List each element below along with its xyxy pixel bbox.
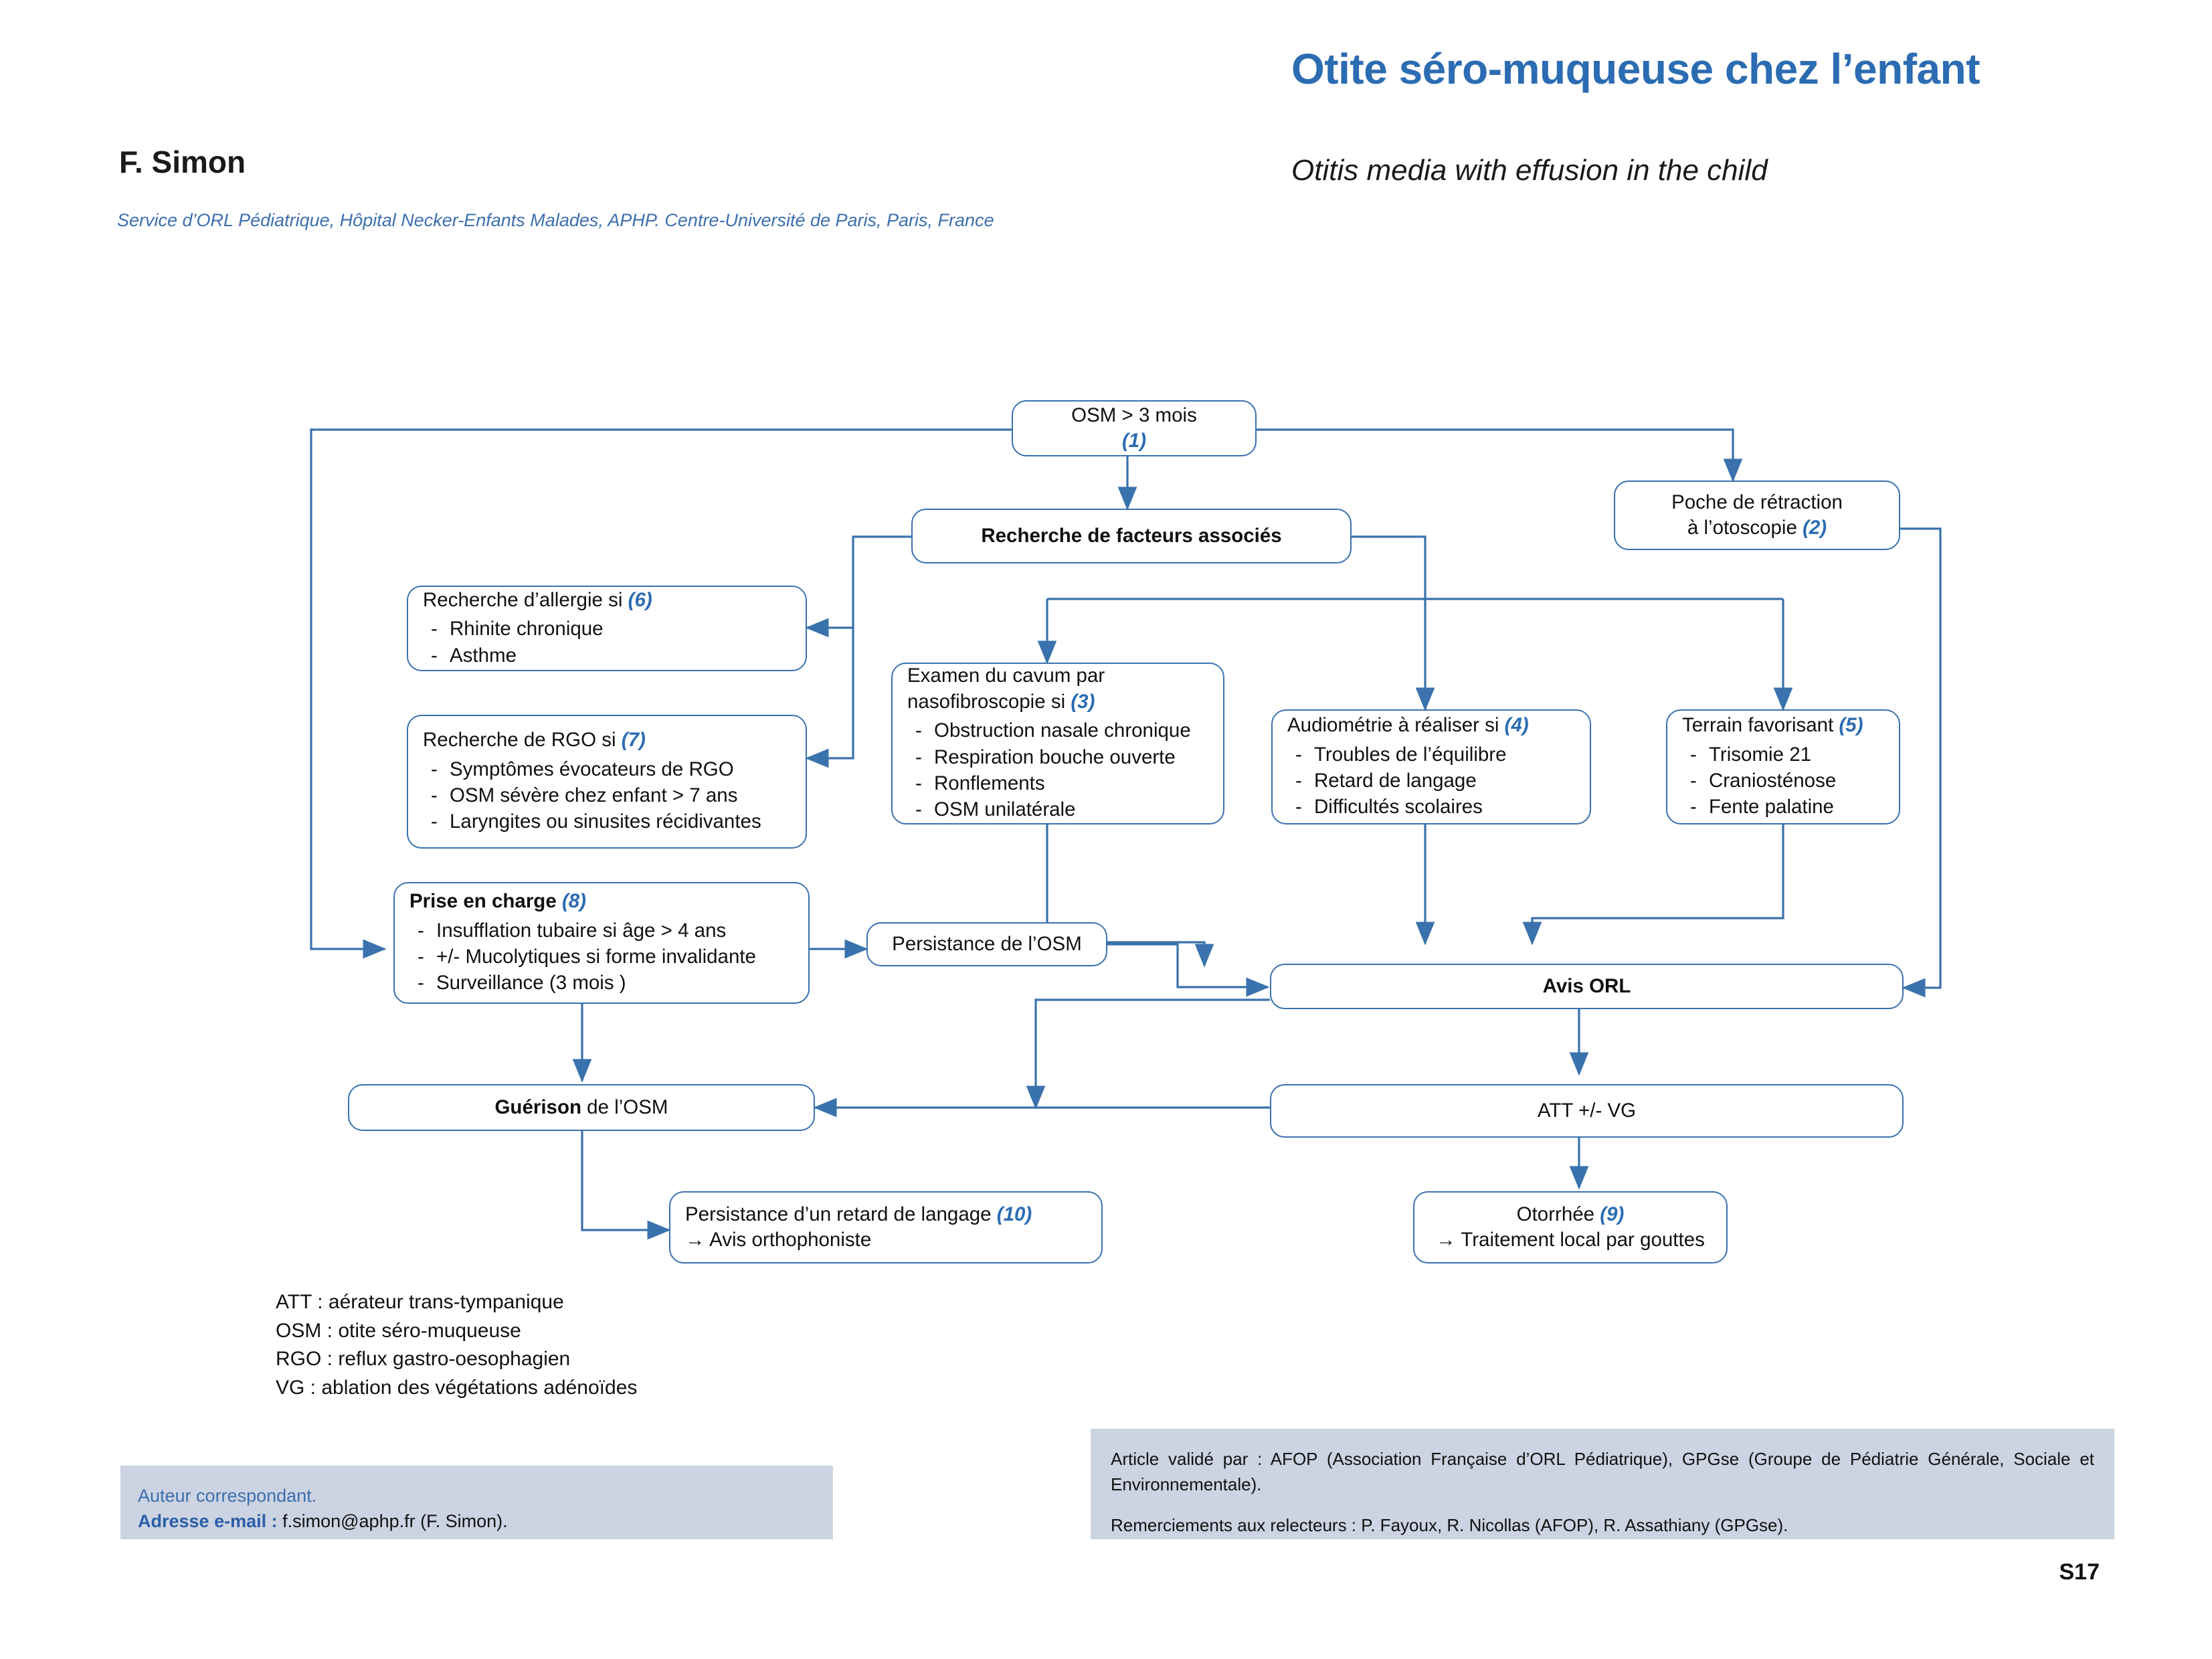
validation-box: Article validé par : AFOP (Association F…	[1091, 1429, 2114, 1539]
list-item: OSM unilatérale	[907, 797, 1208, 823]
node-item-list: Trisomie 21 Craniosténose Fente palatine	[1682, 741, 1884, 821]
author-name: F. Simon	[119, 145, 246, 179]
abbreviation-item: OSM : otite séro-muqueuse	[276, 1319, 521, 1342]
node-reference: (6)	[628, 588, 652, 611]
node-item-list: Symptômes évocateurs de RGO OSM sévère c…	[423, 756, 791, 836]
node-reference: (9)	[1600, 1203, 1625, 1225]
node-heading: Otorrhée (9)	[1516, 1203, 1625, 1225]
email-label: Adresse e-mail :	[138, 1511, 278, 1532]
node-line2: → Avis orthophoniste	[685, 1229, 872, 1251]
corresponding-author-box: Auteur correspondant. Adresse e-mail : f…	[120, 1466, 833, 1539]
list-item: OSM sévère chez enfant > 7 ans	[423, 783, 791, 809]
node-otorrhee[interactable]: Otorrhée (9) → Traitement local par gout…	[1413, 1191, 1728, 1263]
node-heading: Recherche de RGO si (7)	[423, 729, 646, 752]
node-terrain-favorisant[interactable]: Terrain favorisant (5) Trisomie 21 Crani…	[1666, 709, 1900, 824]
node-reference: (10)	[996, 1203, 1032, 1225]
node-line2: → Traitement local par gouttes	[1436, 1229, 1705, 1251]
list-item: Retard de langage	[1287, 768, 1575, 794]
corresponding-author-label: Auteur correspondant.	[138, 1486, 317, 1506]
node-reference: (2)	[1803, 517, 1827, 539]
node-heading: Examen du cavum par	[907, 665, 1105, 687]
list-item: Surveillance (3 mois )	[409, 970, 794, 996]
node-line2: nasofibroscopie si (3)	[907, 690, 1095, 713]
page-subtitle: Otitis media with effusion in the child	[1291, 154, 1768, 187]
node-heading: Terrain favorisant (5)	[1682, 714, 1863, 737]
node-recherche-rgo[interactable]: Recherche de RGO si (7) Symptômes évocat…	[407, 715, 807, 849]
node-reference: (1)	[1121, 430, 1147, 452]
list-item: Troubles de l’équilibre	[1287, 742, 1575, 768]
list-item: Obstruction nasale chronique	[907, 718, 1208, 744]
list-item: Trisomie 21	[1682, 742, 1884, 768]
node-heading: Poche de rétraction	[1671, 491, 1843, 513]
node-persistance-retard-langage[interactable]: Persistance d’un retard de langage (10) …	[669, 1191, 1103, 1263]
node-heading: Recherche d’allergie si (6)	[423, 588, 652, 611]
author-affiliation: Service d’ORL Pédiatrique, Hôpital Necke…	[117, 210, 994, 230]
list-item: Fente palatine	[1682, 794, 1884, 820]
abbreviation-item: RGO : reflux gastro-oesophagien	[276, 1348, 571, 1371]
node-recherche-allergie[interactable]: Recherche d’allergie si (6) Rhinite chro…	[407, 586, 807, 671]
list-item: Asthme	[423, 643, 791, 669]
list-item: Laryngites ou sinusites récidivantes	[423, 809, 791, 835]
node-heading: Guérison de l’OSM	[494, 1096, 668, 1118]
node-guerison-osm[interactable]: Guérison de l’OSM	[348, 1084, 815, 1131]
node-prise-en-charge[interactable]: Prise en charge (8) Insufflation tubaire…	[393, 882, 810, 1004]
list-item: Craniosténose	[1682, 768, 1884, 794]
page-title: Otite séro-muqueuse chez l’enfant	[1291, 45, 1980, 93]
node-audiometrie[interactable]: Audiométrie à réaliser si (4) Troubles d…	[1271, 709, 1591, 824]
email-address[interactable]: f.simon@aphp.fr (F. Simon).	[282, 1511, 508, 1532]
list-item: Difficultés scolaires	[1287, 794, 1575, 820]
node-att-vg[interactable]: ATT +/- VG	[1270, 1084, 1904, 1138]
node-reference: (7)	[621, 729, 646, 752]
node-persistance-osm[interactable]: Persistance de l’OSM	[866, 922, 1107, 966]
node-heading: Prise en charge (8)	[409, 890, 586, 913]
node-examen-cavum[interactable]: Examen du cavum par nasofibroscopie si (…	[891, 663, 1224, 824]
abbreviation-item: VG : ablation des végétations adénoïdes	[276, 1376, 638, 1399]
node-osm-3-mois[interactable]: OSM > 3 mois (1)	[1012, 400, 1257, 456]
node-poche-de-retraction[interactable]: Poche de rétraction à l’otoscopie (2)	[1614, 481, 1900, 550]
list-item: Rhinite chronique	[423, 616, 791, 642]
email-line: Adresse e-mail : f.simon@aphp.fr (F. Sim…	[138, 1508, 816, 1534]
abbreviation-legend: ATT : aérateur trans-tympanique OSM : ot…	[276, 1288, 637, 1402]
list-item: Insufflation tubaire si âge > 4 ans	[409, 918, 794, 944]
list-item: Respiration bouche ouverte	[907, 745, 1208, 771]
node-item-list: Obstruction nasale chronique Respiration…	[907, 717, 1208, 823]
abbreviation-item: ATT : aérateur trans-tympanique	[276, 1291, 564, 1313]
node-recherche-facteurs-associes[interactable]: Recherche de facteurs associés	[911, 509, 1352, 563]
validation-text: Article validé par : AFOP (Association F…	[1111, 1449, 2094, 1495]
node-item-list: Troubles de l’équilibre Retard de langag…	[1287, 741, 1575, 821]
node-heading: OSM > 3 mois	[1071, 404, 1197, 426]
list-item: Symptômes évocateurs de RGO	[423, 757, 791, 783]
acknowledgements-text: Remerciements aux relecteurs : P. Fayoux…	[1111, 1514, 1788, 1535]
list-item: Ronflements	[907, 771, 1208, 797]
node-heading: Persistance de l’OSM	[892, 932, 1082, 955]
node-reference: (5)	[1839, 714, 1863, 737]
node-item-list: Insufflation tubaire si âge > 4 ans +/- …	[409, 918, 794, 997]
node-heading: ATT +/- VG	[1537, 1099, 1637, 1122]
node-heading: Persistance d’un retard de langage (10)	[685, 1203, 1032, 1225]
node-reference: (8)	[561, 890, 586, 913]
node-heading: Avis ORL	[1542, 974, 1631, 997]
node-heading: Recherche de facteurs associés	[981, 524, 1282, 547]
node-reference: (3)	[1071, 690, 1095, 713]
list-item: +/- Mucolytiques si forme invalidante	[409, 944, 794, 970]
node-line2: à l’otoscopie (2)	[1687, 517, 1827, 539]
page-number: S17	[2059, 1559, 2100, 1585]
node-avis-orl[interactable]: Avis ORL	[1270, 964, 1904, 1009]
node-reference: (4)	[1504, 714, 1529, 737]
node-heading: Audiométrie à réaliser si (4)	[1287, 714, 1529, 737]
node-item-list: Rhinite chronique Asthme	[423, 616, 791, 669]
